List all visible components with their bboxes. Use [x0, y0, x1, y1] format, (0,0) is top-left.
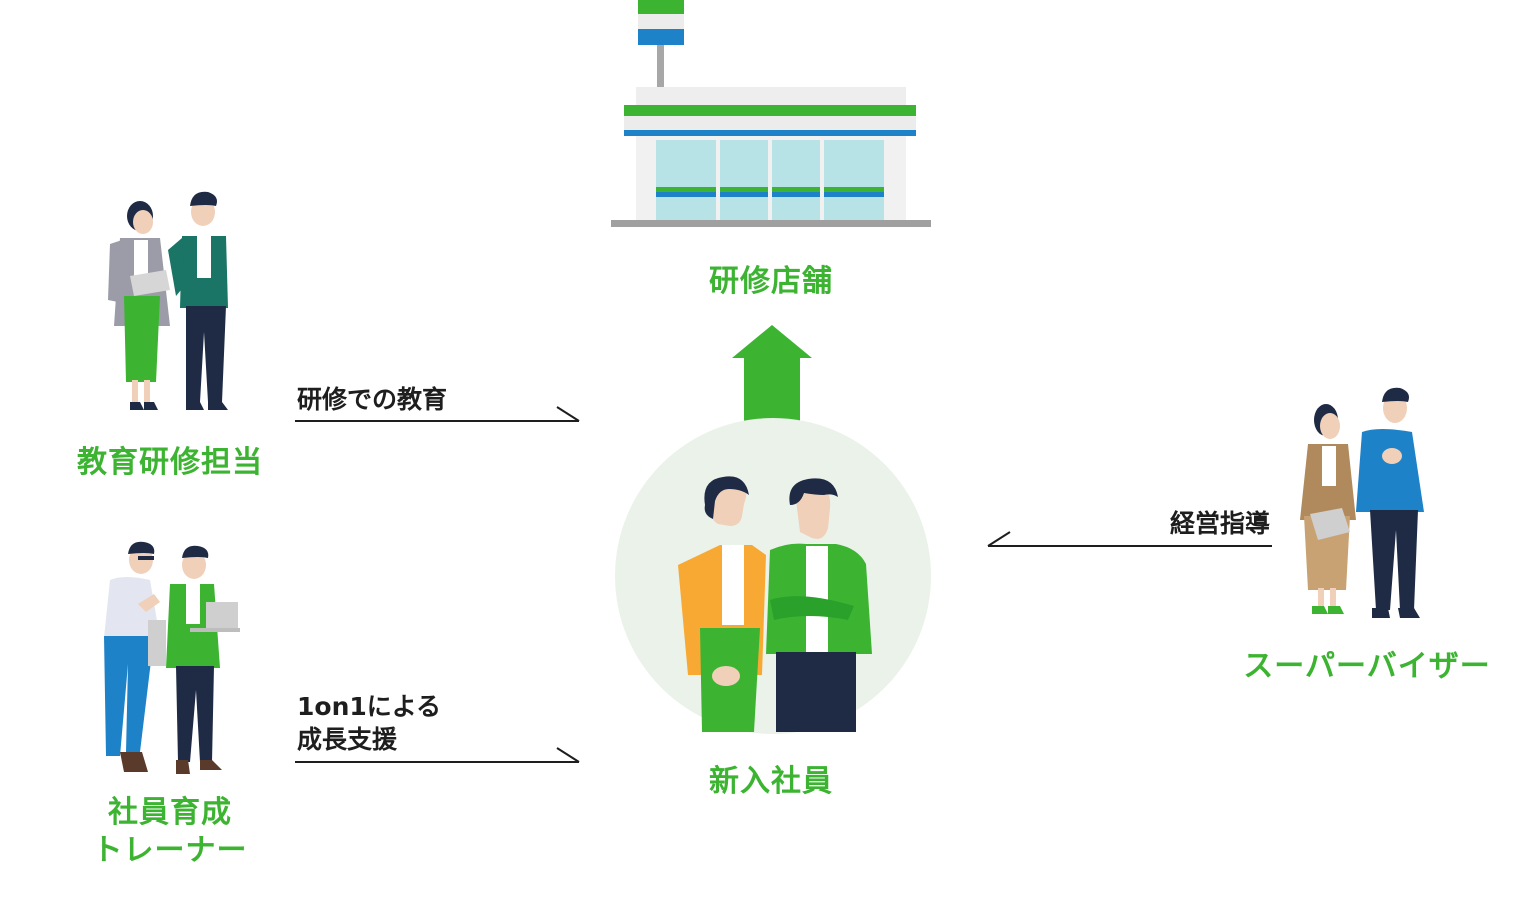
arrow-supervisor	[987, 531, 1272, 547]
new-employee-label: 新入社員	[709, 764, 833, 799]
store-icon	[611, 0, 931, 227]
trainer-label-line2: トレーナー	[92, 833, 248, 868]
up-arrow	[732, 325, 812, 430]
education-arrow-text: 研修での教育	[297, 385, 448, 414]
education-staff-illustration	[108, 191, 228, 410]
arrow-education	[295, 406, 580, 422]
trainer-arrow-line1: 1on1による	[297, 692, 442, 721]
store-label: 研修店舗	[709, 264, 833, 299]
trainer-arrow-line2: 成長支援	[297, 725, 398, 754]
supervisor-arrow-text: 経営指導	[1169, 509, 1270, 538]
trainer-label: 社員育成 トレーナー	[60, 794, 280, 870]
new-employees-illustration	[678, 476, 872, 732]
supervisor-illustration	[1300, 387, 1424, 618]
trainer-arrow-text: 1on1による 成長支援	[297, 690, 441, 756]
trainer-illustration	[104, 541, 240, 774]
trainer-label-line1: 社員育成	[108, 795, 232, 830]
arrow-trainer	[295, 747, 580, 763]
supervisor-label: スーパーバイザー	[1243, 649, 1491, 684]
education-staff-label: 教育研修担当	[77, 445, 263, 480]
